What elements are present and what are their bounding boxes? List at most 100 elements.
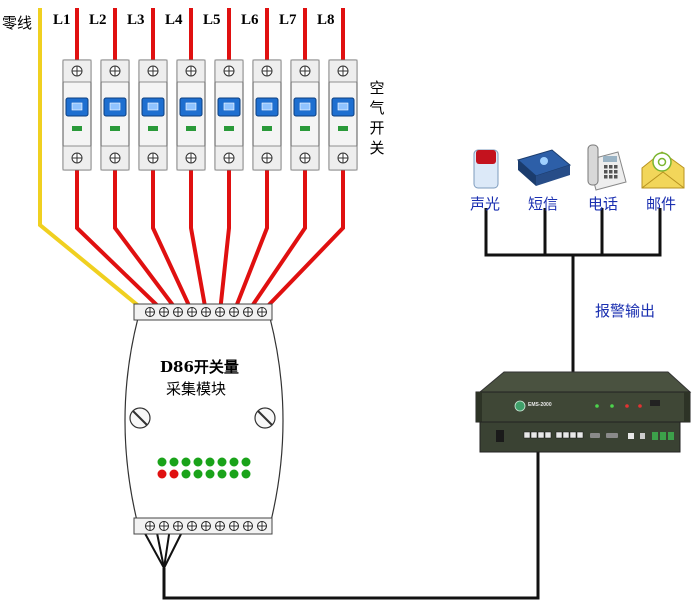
terminal-block — [668, 432, 674, 440]
breaker-caption-char: 关 — [369, 139, 385, 157]
rj45-port — [523, 431, 531, 439]
phase-wire-bottom — [218, 170, 231, 313]
led-green-icon — [193, 469, 203, 479]
phone-key — [609, 170, 613, 174]
breaker-handle-window — [223, 102, 235, 111]
phone-display — [603, 156, 617, 162]
led-red-icon — [169, 469, 179, 479]
modem-logo — [540, 157, 548, 165]
air-breaker — [328, 59, 358, 171]
phase-wire-bottom — [113, 170, 180, 314]
modem-front — [536, 165, 570, 186]
air-breaker — [100, 59, 130, 171]
phase-wire-bottom — [151, 170, 194, 313]
mounting-screw-slot — [132, 410, 148, 426]
breaker-handle-window — [71, 102, 83, 111]
envelope-at-badge — [652, 152, 672, 172]
rj45-port — [576, 431, 584, 439]
phone-key — [604, 175, 608, 179]
ems-device — [475, 371, 692, 453]
breaker-caption: 空 气 开 关 — [368, 78, 386, 158]
device-status-led — [625, 404, 629, 408]
led-red-icon — [157, 469, 167, 479]
neutral-label: 零线 — [2, 14, 33, 32]
led-green-icon — [217, 457, 227, 467]
rj45-port — [555, 431, 563, 439]
siren-icon — [473, 149, 499, 189]
led-green-icon — [241, 469, 251, 479]
module-title-line1: D86开关量 — [160, 358, 239, 376]
module-subtitle: 采集模块 — [166, 380, 227, 398]
device-top — [478, 371, 692, 393]
led-green-icon — [217, 469, 227, 479]
air-breaker — [252, 59, 282, 171]
phone-handset — [587, 144, 599, 186]
air-breaker — [290, 59, 320, 171]
email-icon — [641, 151, 685, 189]
module-di-wire — [163, 527, 171, 569]
breaker-status-indicator — [224, 126, 234, 131]
air-breaker — [214, 59, 244, 171]
device-rack-ear — [476, 392, 482, 422]
phase-wire-bottom — [232, 170, 269, 313]
phase-label: L8 — [317, 12, 335, 28]
breaker-status-indicator — [338, 126, 348, 131]
neutral-wire — [38, 8, 148, 314]
led-green-icon — [229, 469, 239, 479]
phone-key — [604, 165, 608, 169]
output-label-phone: 电话 — [588, 195, 619, 213]
phone-key — [604, 170, 608, 174]
rj45-port — [569, 431, 577, 439]
phone-key — [609, 175, 613, 179]
air-breaker — [138, 59, 168, 171]
air-breaker — [176, 59, 206, 171]
led-green-icon — [205, 469, 215, 479]
sms-modem-icon — [516, 149, 572, 186]
mounting-screw-slot — [257, 410, 273, 426]
breaker-handle-window — [337, 102, 349, 111]
phase-wire-bottom — [260, 170, 345, 314]
device-model: EMS-2000 — [528, 402, 552, 408]
module-di-wire — [155, 527, 165, 569]
phase-label: L6 — [241, 12, 259, 28]
terminal-block — [660, 432, 666, 440]
phase-wire-bottom — [189, 170, 208, 313]
led-green-icon — [229, 457, 239, 467]
breaker-status-indicator — [300, 126, 310, 131]
rj45-port — [537, 431, 545, 439]
siren-light — [476, 150, 496, 164]
device-rack-ear — [684, 392, 690, 422]
breaker-handle-window — [147, 102, 159, 111]
envelope-at-symbol — [657, 157, 667, 167]
power-socket — [496, 430, 504, 442]
led-green-icon — [193, 457, 203, 467]
phase-label: L3 — [127, 12, 145, 28]
output-label-sms: 短信 — [528, 195, 559, 213]
phase-label: L1 — [53, 12, 71, 28]
breaker-handle-window — [109, 102, 121, 111]
led-green-icon — [181, 457, 191, 467]
device-status-led — [595, 404, 599, 408]
phase-label: L5 — [203, 12, 221, 28]
envelope-flap — [641, 171, 685, 189]
breaker-handle-window — [299, 102, 311, 111]
led-green-icon — [205, 457, 215, 467]
usb-port — [640, 433, 645, 439]
device-status-led — [610, 404, 614, 408]
d86-module — [124, 303, 284, 535]
telephone-icon — [587, 144, 627, 191]
breaker-status-indicator — [186, 126, 196, 131]
phone-key — [614, 175, 618, 179]
phase-label: L7 — [279, 12, 297, 28]
output-label-email: 邮件 — [646, 195, 677, 213]
device-status-led — [638, 404, 642, 408]
serial-port — [590, 433, 600, 438]
breaker-handle-window — [185, 102, 197, 111]
output-label-sound-light: 声光 — [470, 195, 501, 213]
terminal-block — [652, 432, 658, 440]
breaker-status-indicator — [72, 126, 82, 131]
breaker-status-indicator — [110, 126, 120, 131]
breaker-caption-char: 开 — [369, 119, 385, 137]
